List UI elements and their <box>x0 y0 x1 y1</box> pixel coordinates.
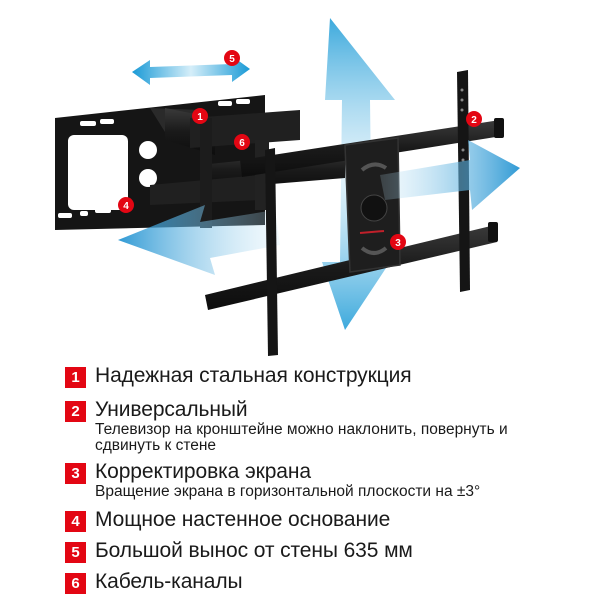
svg-text:3: 3 <box>395 238 401 249</box>
svg-text:4: 4 <box>123 201 129 212</box>
feature-item-3: 3 Корректировка экрана Вращение экрана в… <box>65 458 565 500</box>
feature-number-badge: 4 <box>65 511 86 532</box>
svg-text:2: 2 <box>471 115 477 126</box>
feature-title: Корректировка экрана <box>95 460 311 483</box>
callout-4: 4 <box>118 197 134 213</box>
feature-number-badge: 3 <box>65 463 86 484</box>
feature-title: Универсальный <box>95 398 248 421</box>
callout-3: 3 <box>390 234 406 250</box>
callout-6: 6 <box>234 134 250 150</box>
svg-text:1: 1 <box>197 112 203 123</box>
feature-number-badge: 2 <box>65 401 86 422</box>
feature-description: Вращение экрана в горизонтальной плоскос… <box>95 483 481 500</box>
extension-arrow-icon <box>132 56 250 85</box>
swivel-arrow-right-icon <box>380 140 520 210</box>
feature-description: Телевизор на кронштейне можно наклонить,… <box>95 421 508 454</box>
callout-1: 1 <box>192 108 208 124</box>
feature-title: Кабель-каналы <box>95 570 243 593</box>
feature-item-4: 4 Мощное настенное основание <box>65 506 390 534</box>
feature-item-1: 1 Надежная стальная конструкция <box>65 362 412 390</box>
swivel-arrow-left-icon <box>118 205 280 275</box>
feature-number-badge: 6 <box>65 573 86 594</box>
feature-item-2: 2 Универсальный Телевизор на кронштейне … <box>65 396 565 454</box>
product-illustration: 1 2 3 4 5 6 <box>55 18 520 356</box>
tilt-plate <box>344 137 401 273</box>
feature-title: Мощное настенное основание <box>95 508 391 531</box>
feature-number-badge: 1 <box>65 367 86 388</box>
feature-item-5: 5 Большой вынос от стены 635 мм <box>65 537 413 565</box>
callout-5: 5 <box>224 50 240 66</box>
svg-text:6: 6 <box>239 138 245 149</box>
callout-2: 2 <box>466 111 482 127</box>
feature-item-6: 6 Кабель-каналы <box>65 568 243 596</box>
feature-title: Большой вынос от стены 635 мм <box>95 539 413 562</box>
feature-number-badge: 5 <box>65 542 86 563</box>
feature-title: Надежная стальная конструкция <box>95 364 412 387</box>
svg-text:5: 5 <box>229 54 235 65</box>
